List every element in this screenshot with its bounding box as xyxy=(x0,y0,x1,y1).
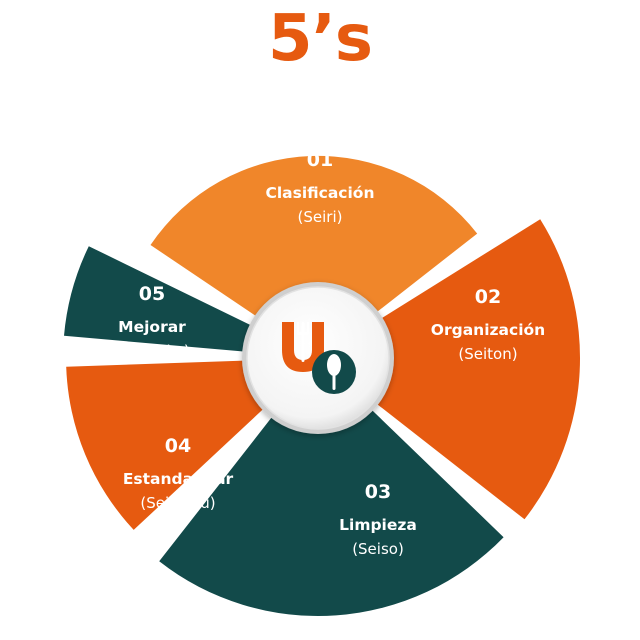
segment-02-number: 02 xyxy=(475,286,501,308)
segment-04-japanese: (Seiketsu) xyxy=(140,494,215,512)
segment-01-name: Clasificación xyxy=(265,184,374,202)
segment-01-number: 01 xyxy=(307,149,333,171)
segment-02-japanese: (Seiton) xyxy=(458,345,517,363)
segment-04-wedge xyxy=(66,360,275,530)
spoon-icon xyxy=(327,354,341,390)
segment-01-japanese: (Seiri) xyxy=(298,208,343,226)
segment-03-number: 03 xyxy=(365,481,391,503)
uo-fork-spoon-logo xyxy=(282,322,356,394)
segment-05-number: 05 xyxy=(139,283,165,305)
segment-03-name: Limpieza xyxy=(339,516,417,534)
segment-04-name: Estandarizar xyxy=(123,470,234,488)
fork-icon xyxy=(297,322,309,362)
segment-02-wedge xyxy=(365,219,581,520)
segment-01-wedge xyxy=(150,155,478,325)
segment-05-name: Mejorar xyxy=(118,318,186,336)
segment-04-number: 04 xyxy=(165,435,191,457)
segment-03-wedge xyxy=(159,399,504,616)
page-title: 5’s xyxy=(268,2,373,76)
segment-02-name: Organización xyxy=(431,321,545,339)
segment-05-wedge xyxy=(64,246,265,353)
segment-03-japanese: (Seiso) xyxy=(352,540,404,558)
segment-05-japanese: (Shitsuke) xyxy=(114,342,189,360)
